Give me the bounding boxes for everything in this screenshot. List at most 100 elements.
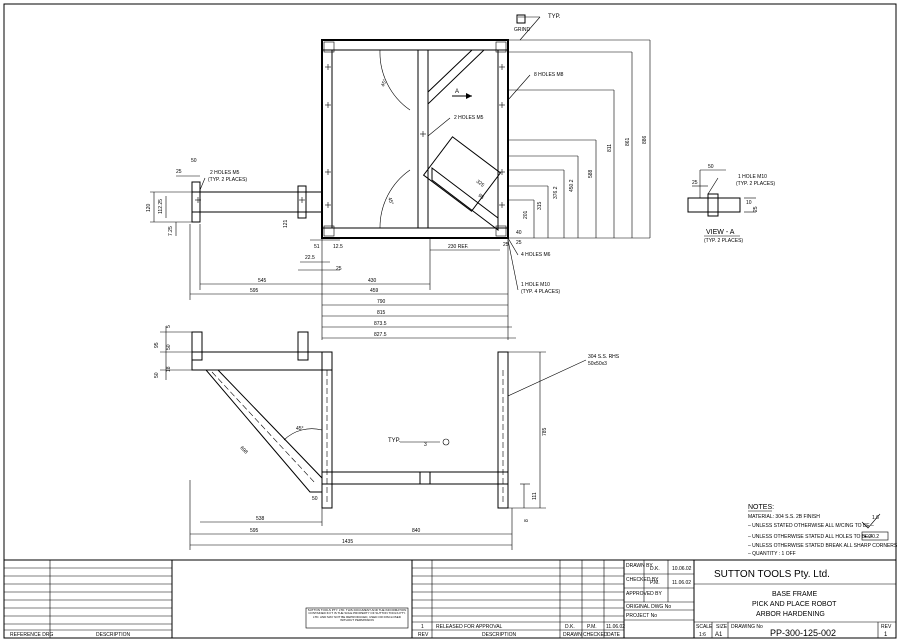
notes-block: NOTES: MATERIAL: 304 S.S. 2B FINISH – UN…	[748, 504, 898, 557]
svg-text:12.5: 12.5	[333, 244, 343, 250]
svg-text:7.25: 7.25	[168, 226, 174, 236]
svg-text:430: 430	[368, 278, 377, 284]
svg-text:840: 840	[412, 528, 421, 534]
note-holes-m8: 8 HOLES M8	[534, 72, 564, 78]
svg-text:CHECKED BY: CHECKED BY	[626, 577, 659, 583]
plan-dimensions: 50 25 120 112.25 7.25 121 45° 45° 325 95…	[146, 79, 648, 338]
svg-text:1435: 1435	[342, 539, 353, 545]
svg-text:DATE: DATE	[607, 632, 621, 638]
rhs-note: 304 S.S. RHS	[588, 354, 620, 360]
svg-text:121: 121	[283, 219, 289, 228]
svg-text:ORIGINAL DWG No: ORIGINAL DWG No	[626, 604, 671, 610]
view-a-title: VIEW - A	[706, 229, 735, 236]
svg-text:790: 790	[377, 299, 386, 305]
svg-text:886: 886	[642, 135, 648, 144]
svg-text:827.5: 827.5	[374, 332, 387, 338]
svg-text:45°: 45°	[380, 79, 388, 88]
view-a-hole-typ: (TYP. 2 PLACES)	[736, 181, 775, 187]
svg-text:25: 25	[176, 169, 182, 175]
company-name: SUTTON TOOLS Pty. Ltd.	[714, 569, 830, 580]
sheet-border	[3, 3, 897, 639]
svg-text:DRAWN BY: DRAWN BY	[626, 563, 653, 569]
note-holes-m6: 4 HOLES M6	[521, 252, 551, 258]
rev-value: 1	[884, 632, 888, 638]
svg-text:51: 51	[314, 244, 320, 250]
svg-text:95: 95	[154, 342, 160, 348]
svg-text:22.5: 22.5	[305, 255, 315, 261]
grind-label: GRIND	[514, 27, 531, 33]
position-tolerance: ⌖ Ø0.2	[864, 534, 879, 540]
svg-text:325: 325	[475, 179, 485, 189]
view-a-hole-note: 1 HOLE M10	[738, 174, 767, 180]
svg-text:PROJECT No: PROJECT No	[626, 613, 657, 619]
svg-text:595: 595	[250, 528, 259, 534]
svg-text:REV: REV	[881, 624, 892, 630]
svg-text:CHECKED: CHECKED	[583, 632, 608, 638]
note-holes-m5-typ: (TYP. 2 PLACES)	[208, 177, 247, 183]
svg-text:25: 25	[516, 240, 522, 246]
svg-text:10: 10	[746, 200, 752, 206]
svg-text:DRAWN: DRAWN	[563, 632, 582, 638]
note-line-4: – UNLESS OTHERWISE STATED BREAK ALL SHAR…	[748, 543, 898, 549]
section-a-label: A	[455, 89, 459, 95]
svg-text:DRAWING No: DRAWING No	[731, 624, 763, 630]
svg-text:785: 785	[542, 427, 548, 436]
svg-text:815: 815	[377, 310, 386, 316]
svg-text:40: 40	[516, 230, 522, 236]
svg-text:8: 8	[524, 519, 530, 522]
rev-row-desc: RELEASED FOR APPROVAL	[436, 624, 503, 630]
svg-text:5: 5	[166, 325, 172, 328]
svg-text:SCALE: SCALE	[696, 624, 713, 630]
view-a: 50 25 10 25 1 HOLE M10 (TYP. 2 PLACES) V…	[687, 164, 775, 244]
svg-text:SIZE: SIZE	[716, 624, 728, 630]
svg-text:25: 25	[692, 180, 698, 186]
rhs-size: 50x50x3	[588, 361, 607, 367]
svg-text:APPROVED BY: APPROVED BY	[626, 591, 663, 597]
note-hole-m10-typ: (TYP. 4 PLACES)	[521, 289, 560, 295]
svg-text:595: 595	[250, 288, 259, 294]
plan-view	[191, 39, 509, 239]
svg-text:50: 50	[154, 372, 160, 378]
svg-text:545: 545	[258, 278, 267, 284]
rev-row-no: 1	[421, 624, 424, 630]
note-line-3: – UNLESS OTHERWISE STATED ALL HOLES TO B…	[748, 534, 873, 540]
grind-symbol	[516, 14, 526, 24]
scale-value: 1:6	[699, 632, 706, 638]
checked-date: 11.06.02	[672, 580, 691, 586]
drawing-title-3: ARBOR HARDENING	[756, 611, 825, 618]
svg-text:45°: 45°	[386, 197, 394, 206]
svg-text:698: 698	[239, 445, 249, 455]
svg-text:REV: REV	[418, 632, 429, 638]
note-holes-m5b: 2 HOLES M5	[454, 115, 484, 121]
svg-text:DESCRIPTION: DESCRIPTION	[482, 632, 517, 638]
svg-text:201: 201	[523, 210, 529, 219]
svg-text:111: 111	[532, 492, 538, 500]
svg-text:50: 50	[708, 164, 714, 170]
drawn-by-value: D.K.	[650, 566, 660, 572]
svg-text:459: 459	[370, 288, 379, 294]
svg-text:811: 811	[607, 144, 613, 152]
ref-desc-label: DESCRIPTION	[96, 632, 131, 638]
note-line-1: MATERIAL: 304 S.S. 2B FINISH	[748, 514, 820, 520]
svg-text:25: 25	[753, 206, 759, 212]
svg-text:873.5: 873.5	[374, 321, 387, 327]
svg-text:376.2: 376.2	[553, 186, 559, 199]
note-line-2: – UNLESS STATED OTHERWISE ALL M/CING TO …	[748, 523, 874, 529]
svg-text:45°: 45°	[296, 426, 304, 432]
svg-text:230 REF.: 230 REF.	[448, 244, 469, 250]
svg-text:50: 50	[166, 344, 172, 350]
svg-text:120: 120	[146, 203, 152, 212]
svg-text:112.25: 112.25	[158, 199, 164, 214]
plan-dimension-lines	[150, 16, 651, 340]
svg-text:861: 861	[625, 137, 631, 146]
weld-typ-label: TYP.	[548, 14, 561, 20]
note-line-5: – QUANTITY : 1 OFF	[748, 551, 796, 557]
svg-text:588: 588	[588, 169, 594, 178]
drawn-date: 10.06.02	[672, 566, 692, 572]
svg-text:50: 50	[191, 158, 197, 164]
rev-row-checked: P.M.	[587, 624, 597, 630]
svg-text:50: 50	[312, 496, 318, 502]
rev-row-date: 11.06.02	[606, 624, 625, 630]
side-view: 5 95 50 18 50 45° 698 50 538 595 840 143…	[154, 325, 620, 550]
